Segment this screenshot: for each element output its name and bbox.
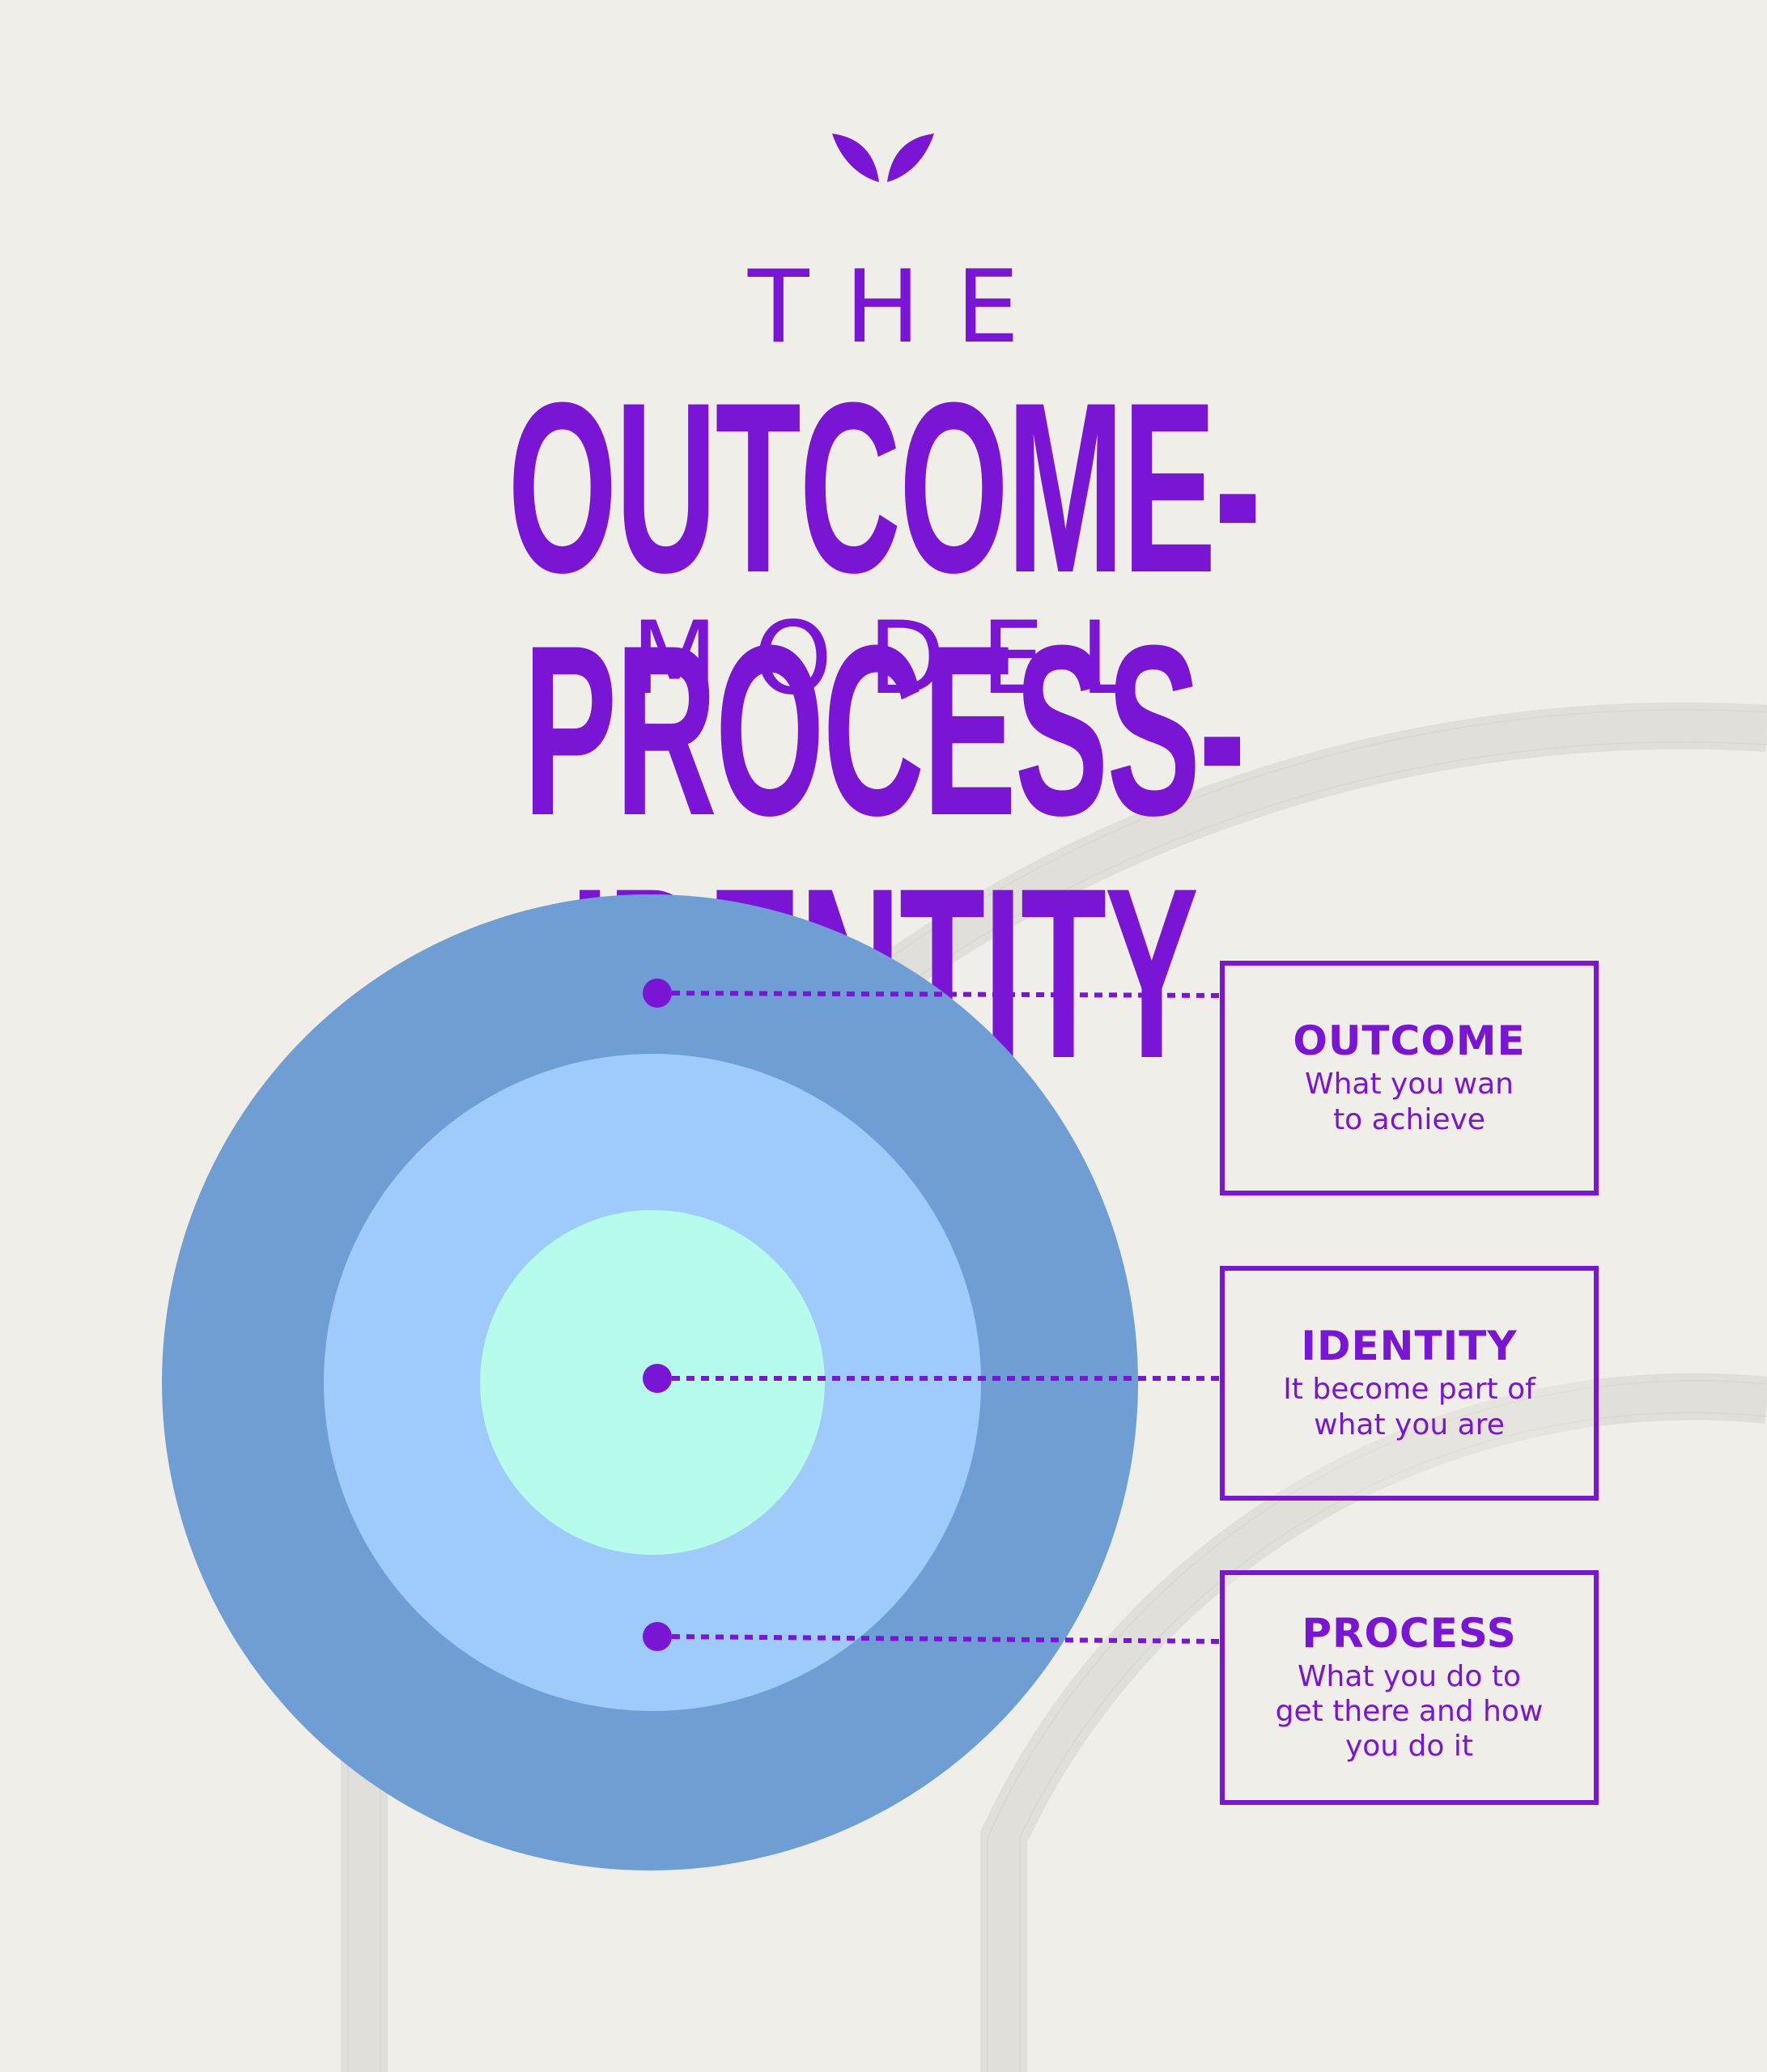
connector-dot: [643, 979, 672, 1008]
leaf-logo-icon: [832, 134, 934, 182]
label-description: What you do to get there and how you do …: [1275, 1659, 1544, 1764]
label-description: What you wan to achieve: [1305, 1068, 1514, 1136]
connector-outcome: [643, 979, 1221, 1008]
title-the: THE: [747, 249, 1056, 366]
connector-line: [671, 991, 1221, 998]
label-box-identity: IDENTITY It become part of what you are: [1220, 1266, 1599, 1501]
label-title: OUTCOME: [1293, 1017, 1526, 1065]
label-box-outcome: OUTCOME What you wan to achieve: [1220, 961, 1599, 1195]
label-description: It become part of what you are: [1283, 1373, 1536, 1441]
label-box-process: PROCESS What you do to get there and how…: [1220, 1570, 1599, 1805]
connector-line: [671, 1634, 1221, 1644]
connector-dot: [643, 1622, 672, 1651]
connector-process: [643, 1622, 1221, 1651]
title-model: MODEL: [631, 601, 1172, 717]
label-title: IDENTITY: [1301, 1323, 1518, 1370]
connector-identity: [643, 1364, 1220, 1393]
connector-dot: [643, 1364, 672, 1393]
label-title: PROCESS: [1302, 1609, 1517, 1657]
